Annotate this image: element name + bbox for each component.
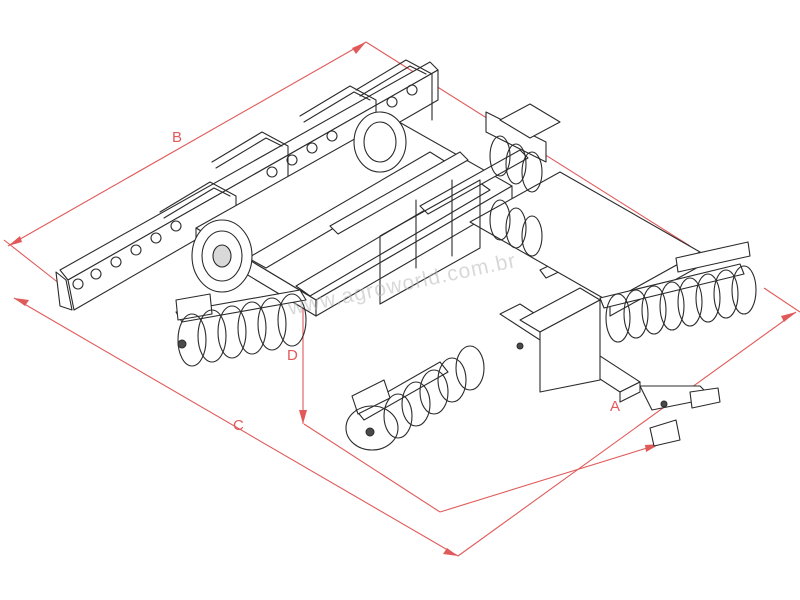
upper-right-disc-gang — [489, 135, 543, 257]
transport-wheel — [191, 111, 407, 293]
rear-roller — [55, 61, 439, 311]
front-left-disc-gang — [175, 289, 307, 367]
centre-frame — [379, 179, 481, 305]
dimension-label-d: D — [287, 347, 298, 364]
right-disc-gang — [599, 263, 757, 343]
dimension-label-a: A — [610, 398, 620, 415]
harrow-frame — [55, 59, 757, 451]
rear-left-disc-gang — [345, 345, 485, 451]
dimension-label-b: B — [172, 129, 182, 146]
dimension-label-c: C — [233, 417, 244, 434]
drawbar-hitch — [499, 287, 721, 447]
